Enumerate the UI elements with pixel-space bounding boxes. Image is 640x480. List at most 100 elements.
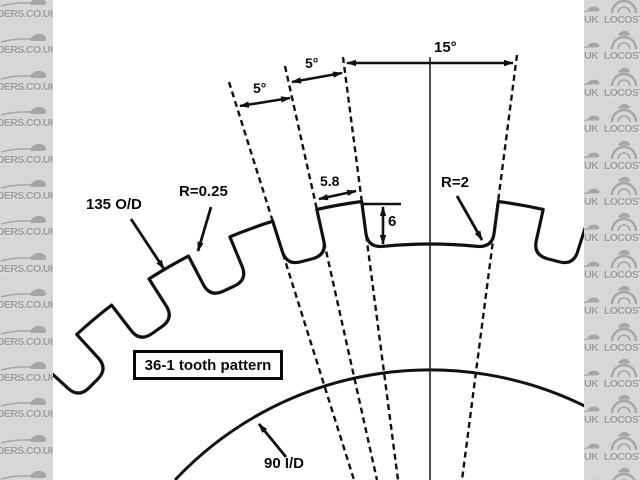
watermark-text-locost: LOCOST	[604, 50, 640, 63]
label-angle-5-1: 5°	[253, 80, 267, 96]
watermark-text-locost: LOCOST	[604, 450, 640, 463]
label-tooth-corner-radius: R=0.25	[179, 183, 228, 200]
car-logo-icon	[0, 34, 46, 44]
watermark-tile: .UK LOCOST	[584, 351, 640, 390]
arch-logo-icon	[610, 395, 638, 414]
watermark-text-left: DERS.CO.UK	[0, 444, 53, 457]
car-logo-icon	[0, 179, 46, 189]
watermark-text-left: DERS.CO.UK	[0, 371, 53, 384]
radial-line-3	[341, 56, 400, 480]
watermark-tile: DERS.CO.UK	[0, 57, 53, 93]
car-logo-icon	[0, 70, 46, 80]
watermark-tile: DERS.CO.UK	[0, 348, 53, 384]
car-logo-icon	[0, 361, 46, 371]
watermark-tile: DERS.CO.UK	[0, 239, 53, 275]
arch-logo-icon	[610, 213, 638, 232]
watermark-tile: DERS.CO.UK	[0, 384, 53, 420]
car-logo-icon	[584, 152, 600, 158]
watermark-text-uk: .UK	[584, 123, 599, 136]
watermark-text-locost: LOCOST	[604, 305, 640, 318]
watermark-tile: .UK LOCOST	[584, 133, 640, 172]
watermark-tile: DERS.CO.UK	[0, 130, 53, 166]
car-logo-icon	[0, 434, 46, 444]
watermark-text-uk: .UK	[584, 195, 599, 208]
watermark-text-locost: LOCOST	[604, 377, 640, 390]
watermark-text-left: DERS.CO.UK	[0, 117, 53, 130]
inner-circle-arc	[173, 368, 591, 480]
car-logo-icon	[584, 297, 600, 304]
arch-logo-icon	[610, 322, 638, 341]
arch-logo-icon	[610, 67, 638, 86]
arch-logo-icon	[610, 358, 638, 378]
watermark-text-locost: LOCOST	[604, 341, 640, 354]
watermark-tile: .UK LOCOST	[584, 242, 640, 281]
watermark-text-uk: .UK	[584, 232, 599, 245]
watermark-tile: DERS.CO.UK	[0, 421, 53, 457]
watermark-text-uk: .UK	[584, 305, 599, 318]
watermark-tile: DERS.CO.UK	[0, 457, 53, 480]
car-logo-icon	[584, 443, 600, 449]
car-logo-icon	[0, 288, 46, 298]
watermark-tile: DERS.CO.UK	[0, 202, 53, 238]
label-slot-corner-radius: R=2	[441, 174, 469, 191]
watermark-text-left: DERS.CO.UK	[0, 80, 53, 93]
dim-5deg-1-line	[239, 96, 291, 108]
watermark-text-locost: LOCOST	[604, 86, 640, 99]
gear-outline-path	[0, 199, 640, 461]
watermark-tile: DERS.CO.UK	[0, 166, 53, 202]
watermark-text-locost: LOCOST	[604, 123, 640, 136]
watermark-text-locost: LOCOST	[604, 14, 640, 26]
radial-line-4	[460, 54, 519, 480]
car-logo-icon	[584, 406, 600, 413]
arch-logo-icon	[610, 286, 638, 305]
watermark-text-locost: LOCOST	[604, 268, 640, 281]
watermark-text-locost: LOCOST	[604, 414, 640, 427]
watermark-tile: .UK LOCOST	[584, 387, 640, 427]
watermark-text-uk: .UK	[584, 268, 599, 281]
watermark-text-uk: .UK	[584, 159, 599, 172]
car-logo-icon	[584, 115, 600, 122]
watermark-tile: .UK LOCOST	[584, 278, 640, 318]
watermark-tile: .UK LOCOST	[584, 315, 640, 354]
car-logo-icon	[584, 370, 600, 377]
watermark-tile: DERS.CO.UK	[0, 312, 53, 348]
car-logo-icon	[584, 6, 600, 13]
watermark-tile: DERS.CO.UK	[0, 0, 53, 20]
arch-logo-icon	[610, 0, 638, 14]
pattern-title-box: 36-1 tooth pattern	[133, 350, 283, 380]
watermark-tile: .UK LOCOST	[584, 169, 640, 208]
leader-r2	[455, 195, 484, 241]
watermark-tile: .UK LOCOST	[584, 460, 640, 480]
watermark-strip-right: .UK LOCOST .U	[584, 0, 640, 480]
car-logo-icon	[584, 334, 600, 340]
watermark-tile: .UK LOCOST	[584, 424, 640, 463]
car-logo-icon	[584, 42, 600, 49]
watermark-text-left: DERS.CO.UK	[0, 153, 53, 166]
watermark-text-left: DERS.CO.UK	[0, 226, 53, 239]
watermark-text-uk: .UK	[584, 414, 599, 427]
watermark-tile: .UK LOCOST	[584, 96, 640, 136]
watermark-text-uk: .UK	[584, 341, 599, 354]
watermark-tile: .UK LOCOST	[584, 23, 640, 63]
car-logo-icon	[0, 252, 46, 262]
watermark-text-left: DERS.CO.UK	[0, 189, 53, 202]
watermark-text-uk: .UK	[584, 377, 599, 390]
car-logo-icon	[584, 188, 600, 195]
label-angle-15: 15°	[434, 39, 457, 56]
car-logo-icon	[0, 398, 46, 407]
car-logo-icon	[584, 261, 600, 267]
car-logo-icon	[584, 79, 600, 85]
dim-5deg-2-line	[291, 71, 343, 84]
watermark-tile: .UK LOCOST	[584, 0, 640, 26]
label-tooth-top-width: 5.8	[320, 173, 340, 189]
watermark-tile: .UK LOCOST	[584, 60, 640, 99]
watermark-text-left: DERS.CO.UK	[0, 44, 53, 57]
radial-line-2	[283, 65, 379, 480]
watermark-text-left: DERS.CO.UK	[0, 262, 53, 275]
watermark-text-locost: LOCOST	[604, 159, 640, 172]
watermark-tile: .UK LOCOST	[584, 205, 640, 245]
label-outer-diameter: 135 O/D	[86, 196, 142, 213]
arch-logo-icon	[610, 104, 638, 123]
watermark-text-uk: .UK	[584, 14, 599, 26]
